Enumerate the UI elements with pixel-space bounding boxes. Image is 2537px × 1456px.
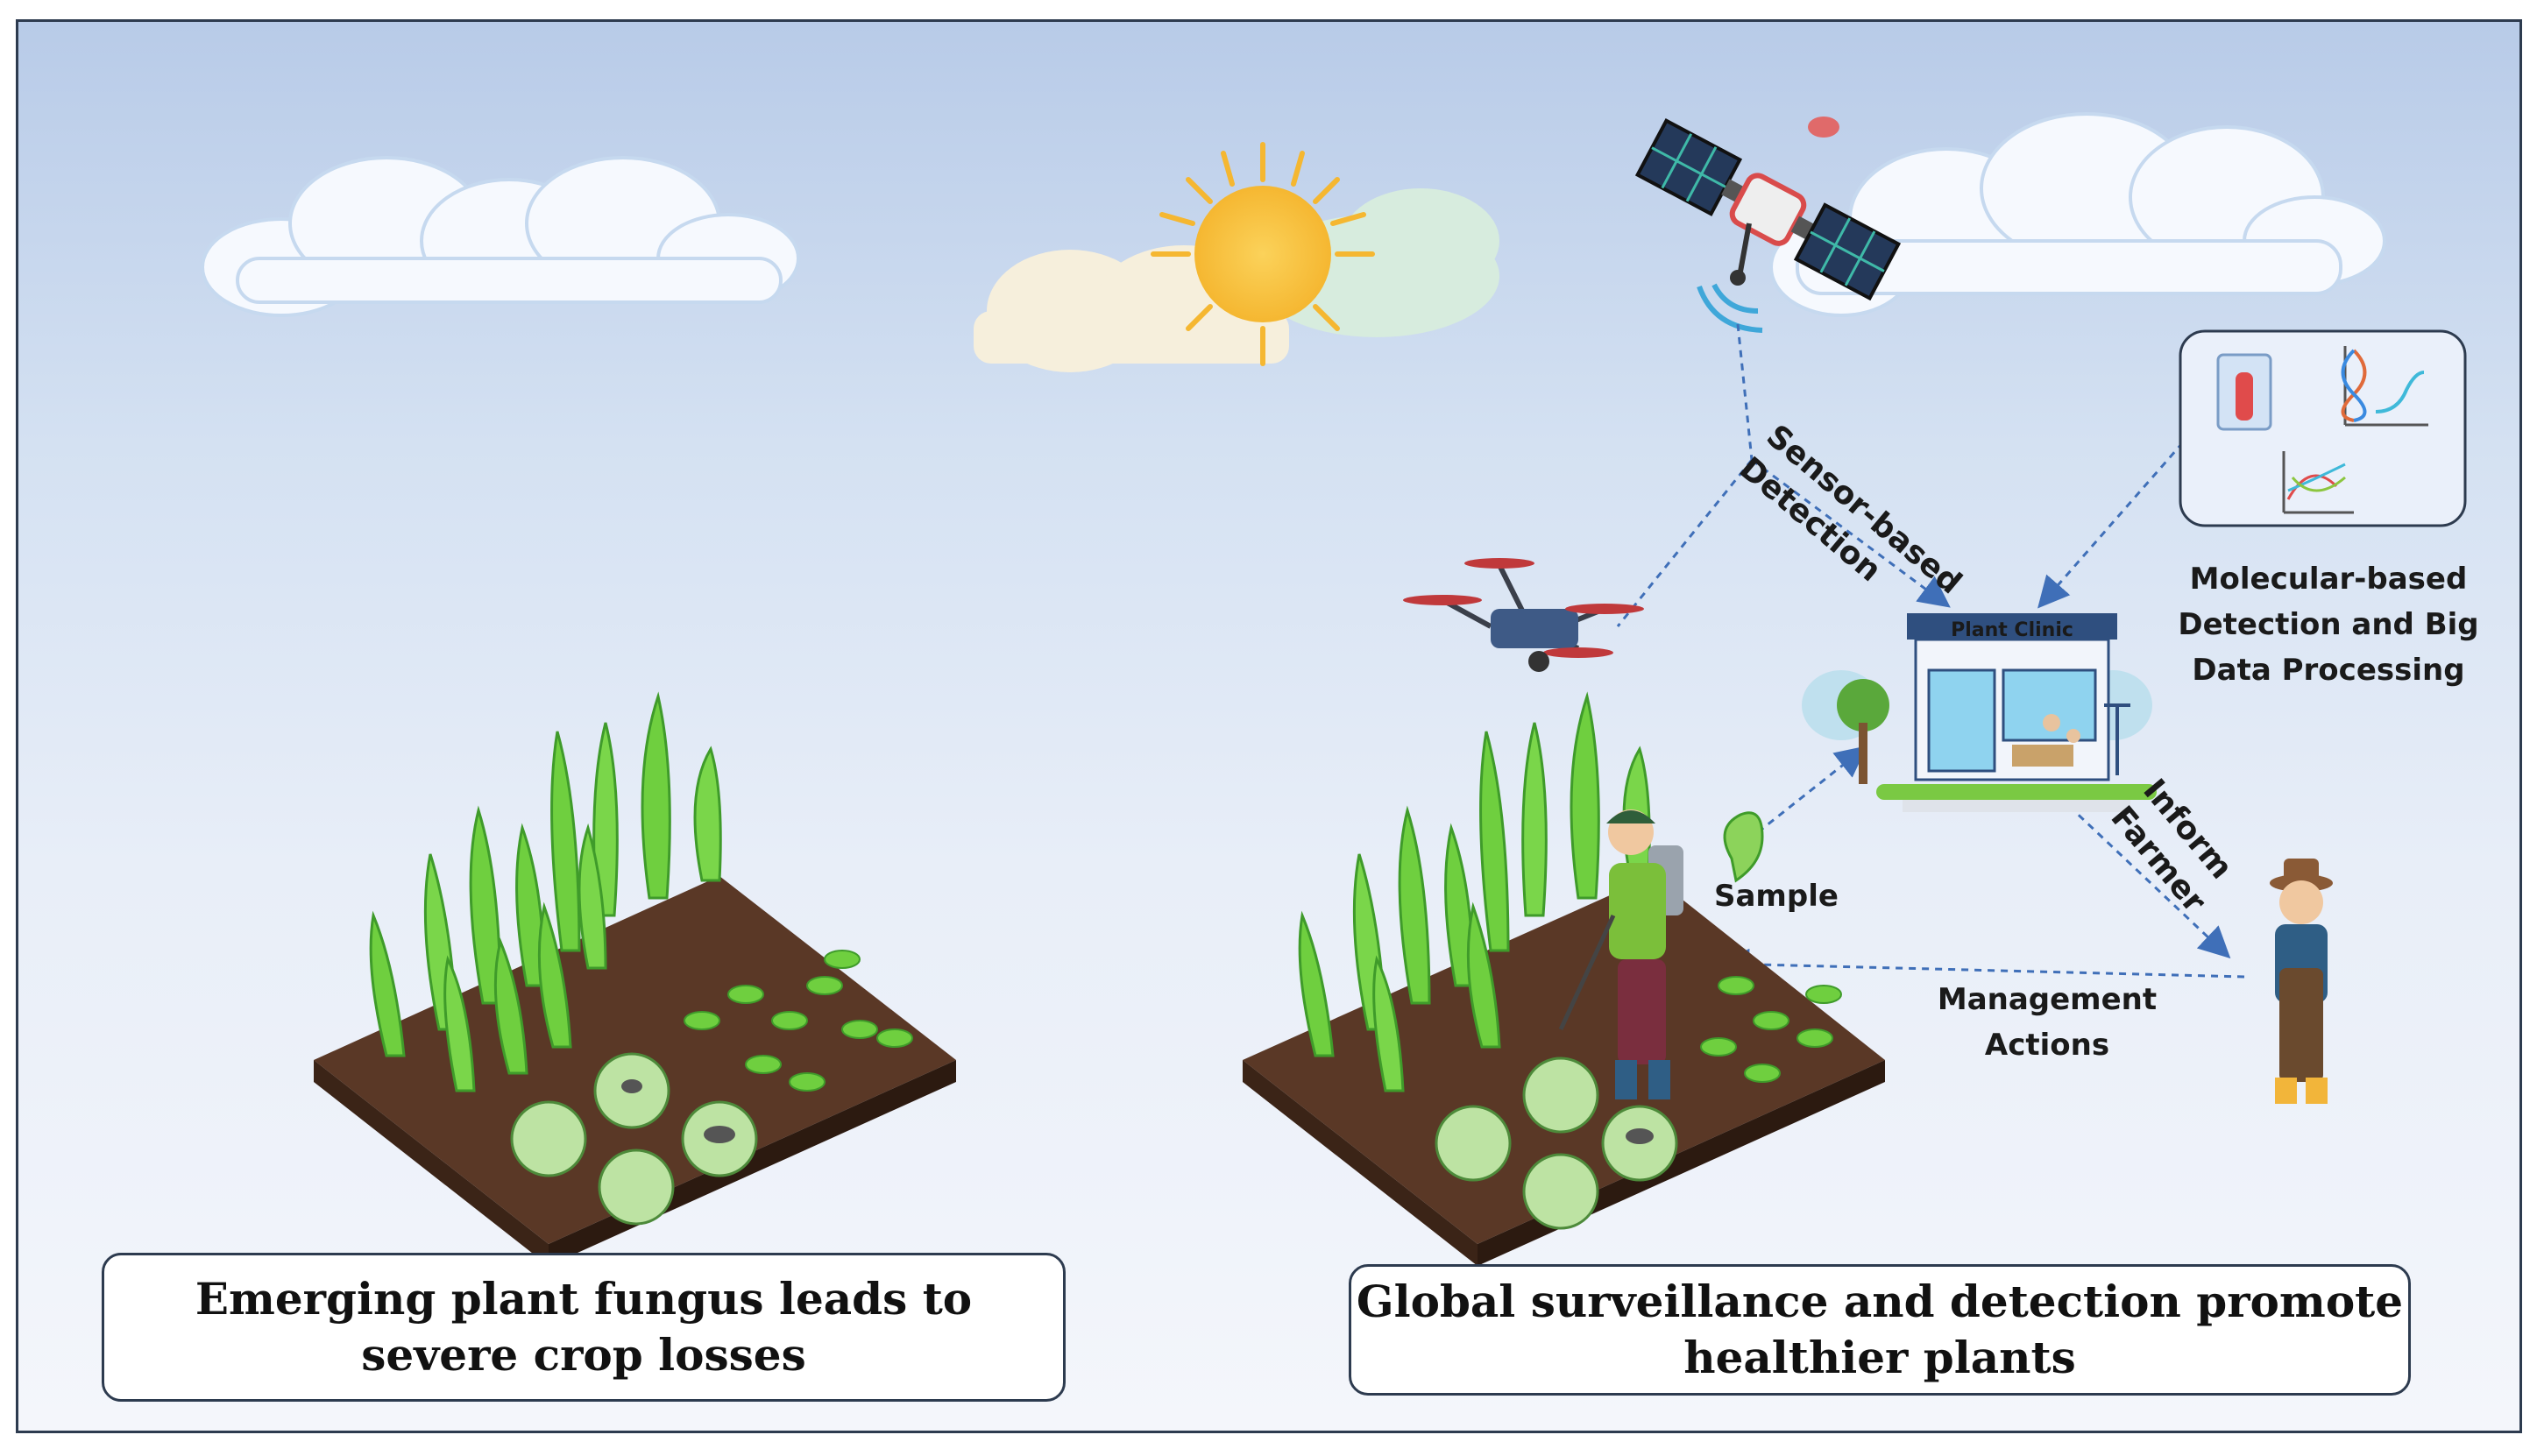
lab-equipment-icon [2216,353,2272,431]
left-onion-crops [369,691,722,1092]
clinic-sign: Plant Clinic [1951,619,2073,641]
management-actions-label: Management Actions [1916,977,2179,1068]
plant-clinic-building [1802,613,2157,812]
cloud-left-icon [201,156,800,317]
satellite-icon [1634,117,1902,333]
drone-icon [1403,558,1644,672]
illustration-canvas [201,112,2467,1266]
molecular-label-line3: Data Processing [2192,653,2465,688]
connection-lines [1616,323,2245,980]
worker-sprayer-icon [1558,809,1683,1099]
line-chart-icon [2282,451,2354,514]
molecular-label-line2: Detection and Big [2178,607,2479,642]
molecular-label-line1: Molecular-based [2189,562,2468,597]
right-seedlings [1700,976,1842,1083]
right-caption-line1: Global surveillance and detection promot… [1356,1276,2404,1327]
sun-icon [1151,142,1375,366]
right-caption-box: Global surveillance and detection promot… [1349,1264,2411,1396]
left-seedlings [684,950,913,1092]
left-caption-line2: severe crop losses [361,1329,806,1381]
left-cabbages [510,1052,758,1226]
left-caption-line1: Emerging plant fungus leads to [195,1273,973,1325]
sample-label: Sample [1714,879,1839,914]
right-cabbages [1435,1057,1678,1230]
molecular-panel [2179,329,2467,527]
right-onion-crops [1298,691,1651,1092]
management-label-line2: Actions [1984,1028,2110,1063]
figure-frame: Sensor-based Detection Molecular-based D… [16,19,2522,1433]
left-caption-box: Emerging plant fungus leads to severe cr… [102,1253,1066,1402]
farmer-icon [2270,859,2333,1104]
molecular-detection-label: Molecular-based Detection and Big Data P… [2171,556,2486,693]
sample-leaf-icon [1723,811,1764,883]
dna-graph-icon [2341,346,2428,427]
management-label-line1: Management [1937,982,2158,1017]
right-caption-line2: healthier plants [1683,1332,2076,1383]
